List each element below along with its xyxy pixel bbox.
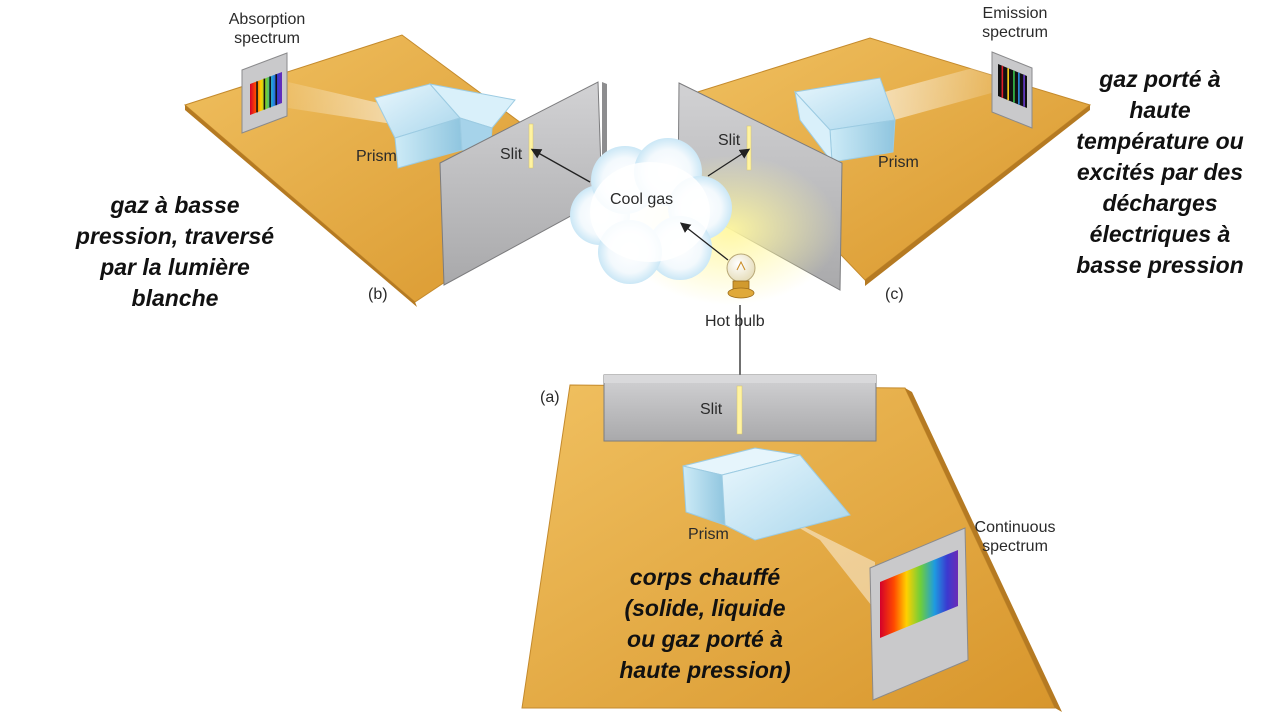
caption-a: corps chauffé (solide, liquide ou gaz po… [619,564,791,683]
caption-b: gaz à basse pression, traversé par la lu… [75,192,275,311]
emission-lines [1001,65,1025,107]
prism-c-label: Prism [878,154,919,171]
slit-screen-a [603,374,877,442]
continuous-spectrum-label: Continuous spectrum [974,519,1056,555]
hot-bulb-label: Hot bulb [705,313,765,330]
table-a-edge [905,388,1062,712]
caption-c: gaz porté à haute température ou excités… [1076,66,1244,278]
beam-a [760,505,875,610]
prism-a [682,447,851,541]
emission-spectrum-label: Emission spectrum [982,5,1048,41]
absorption-spectrum-label: Absorption spectrum [228,11,306,47]
slit-a-label: Slit [700,401,723,418]
table-c-edge [865,105,1090,286]
tag-a: (a) [540,389,560,406]
emission-spectrum-card [991,51,1033,129]
tag-b: (b) [368,286,388,303]
continuous-spectrum-card [869,527,969,701]
prism-b-label: Prism [356,148,397,165]
table-b-edge [185,105,417,307]
cool-gas-cloud [570,138,732,284]
setup-b-absorption [183,34,607,307]
tag-c: (c) [885,286,904,303]
slit-c-label: Slit [718,132,741,149]
setup-a-continuous [521,374,1062,712]
absorption-lines [256,74,278,113]
hot-bulb [726,253,756,299]
prism-b [374,83,516,169]
slit-b-label: Slit [500,146,523,163]
cool-gas-label: Cool gas [610,191,674,208]
absorption-spectrum-card [241,52,288,134]
prism-a-label: Prism [688,526,729,543]
